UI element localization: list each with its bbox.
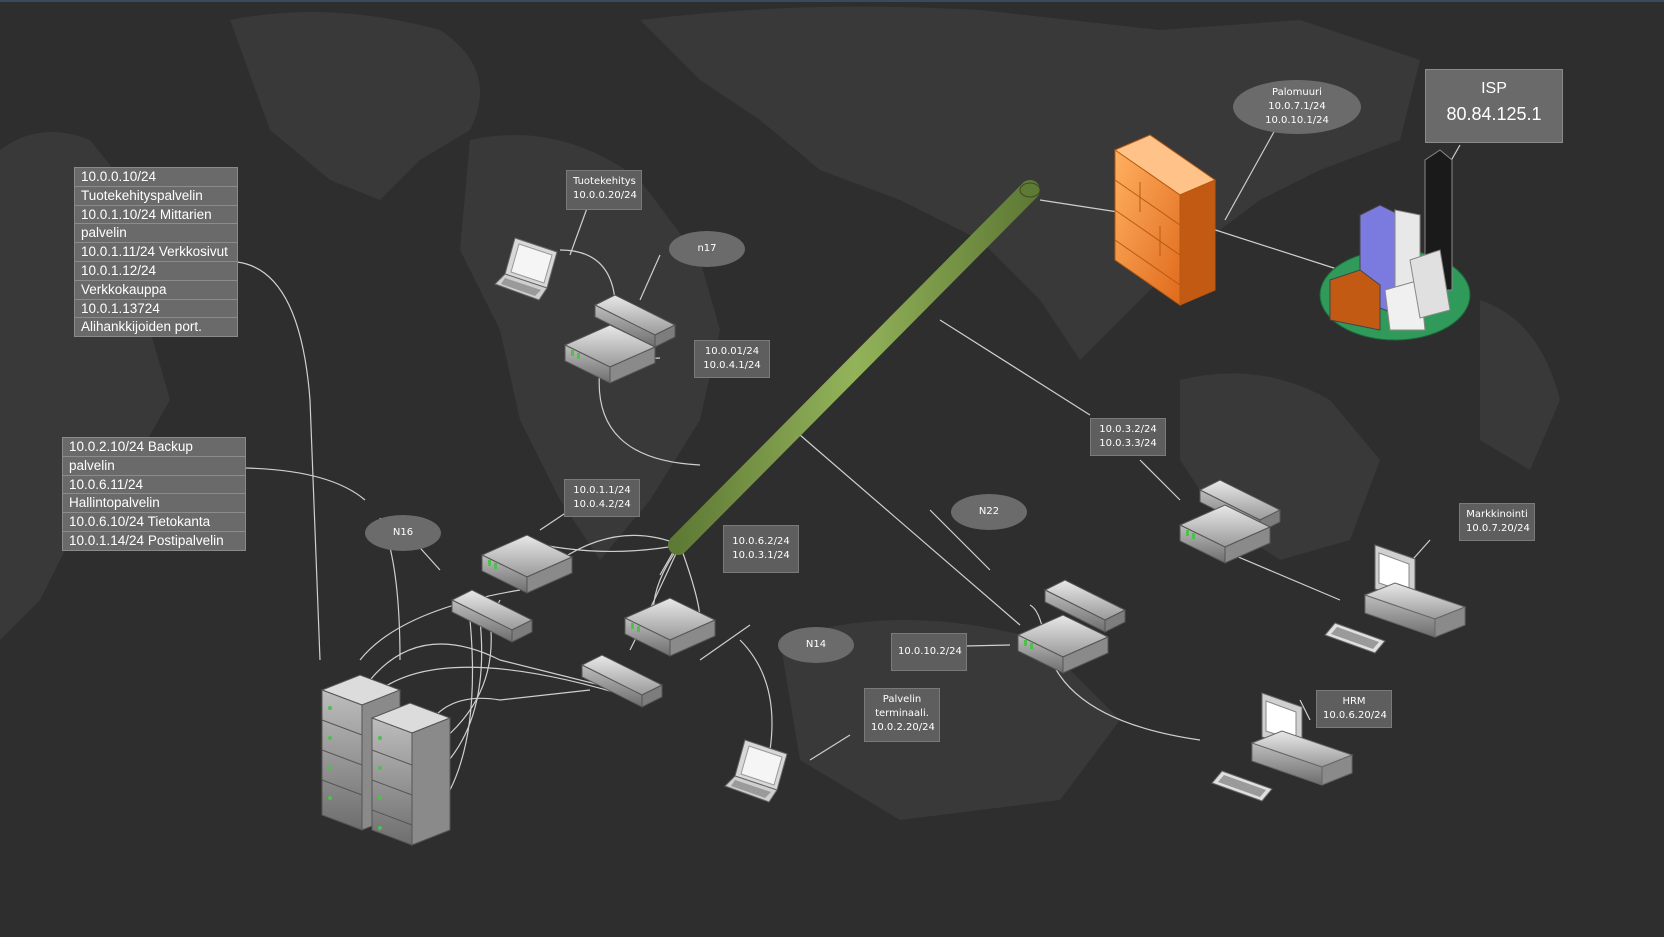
node-n14: N14 bbox=[778, 627, 854, 663]
router-n14-label: 10.0.6.2/24 10.0.3.1/24 bbox=[723, 525, 799, 573]
server-list-1-row: 10.0.0.10/24 bbox=[75, 168, 237, 187]
server-list-2-row: 10.0.6.11/24 bbox=[63, 476, 245, 495]
node-n22: N22 bbox=[951, 494, 1027, 530]
switch-icon bbox=[581, 654, 663, 708]
hrm-label: HRM 10.0.6.20/24 bbox=[1316, 690, 1392, 728]
server-list-2-row: 10.0.2.10/24 Backup bbox=[63, 438, 245, 457]
city-icon bbox=[1319, 149, 1471, 341]
server-list-1-row: 10.0.1.13724 bbox=[75, 300, 237, 319]
workstation-icon bbox=[1324, 544, 1466, 654]
router-n16-label: 10.0.1.1/24 10.0.4.2/24 bbox=[564, 479, 640, 517]
server-list-1-row: Verkkokauppa bbox=[75, 281, 237, 300]
server-list-2-row: palvelin bbox=[63, 457, 245, 476]
router-n17-label: 10.0.01/24 10.0.4.1/24 bbox=[694, 340, 770, 378]
firewall-icon bbox=[1113, 134, 1217, 306]
cables bbox=[236, 129, 1461, 791]
router-icon bbox=[481, 534, 573, 594]
switch-icon bbox=[451, 589, 533, 643]
server-list-2-row: 10.0.1.14/24 Postipalvelin bbox=[69, 532, 224, 548]
server-rack-icon bbox=[320, 674, 452, 846]
router-right-label: 10.0.3.2/24 10.0.3.3/24 bbox=[1090, 418, 1166, 456]
isp-box: ISP 80.84.125.1 bbox=[1425, 69, 1563, 143]
palvelin-terminaali-label: Palvelin terminaali. 10.0.2.20/24 bbox=[864, 688, 940, 742]
router-icon bbox=[624, 597, 716, 657]
server-list-1-row: Tuotekehityspalvelin bbox=[75, 187, 237, 206]
isp-title: ISP bbox=[1481, 80, 1507, 97]
node-n16: N16 bbox=[365, 515, 441, 551]
server-list-1-row: palvelin bbox=[75, 224, 237, 244]
laptop-icon bbox=[724, 739, 788, 803]
markkinointi-label: Markkinointi 10.0.7.20/24 bbox=[1459, 503, 1535, 541]
node-n17: n17 bbox=[669, 231, 745, 267]
router-n22-label: 10.0.10.2/24 bbox=[891, 633, 967, 671]
server-list-1-row: Alihankkijoiden port. bbox=[81, 319, 202, 335]
isp-ip: 80.84.125.1 bbox=[1446, 104, 1542, 124]
server-list-1-row: 10.0.1.12/24 bbox=[75, 262, 237, 281]
server-list-1-row: 10.0.1.11/24 Verkkosivut bbox=[75, 243, 237, 262]
tuotekehitys-label: Tuotekehitys 10.0.0.20/24 bbox=[566, 170, 642, 210]
server-list-2-row: Hallintopalvelin bbox=[63, 494, 245, 514]
firewall-label: Palomuuri 10.0.7.1/24 10.0.10.1/24 bbox=[1233, 80, 1361, 134]
server-list-1-row: 10.0.1.10/24 Mittarien bbox=[75, 206, 237, 225]
server-list-2-row: 10.0.6.10/24 Tietokanta bbox=[63, 513, 245, 532]
backbone-pipe-icon bbox=[668, 180, 1041, 555]
